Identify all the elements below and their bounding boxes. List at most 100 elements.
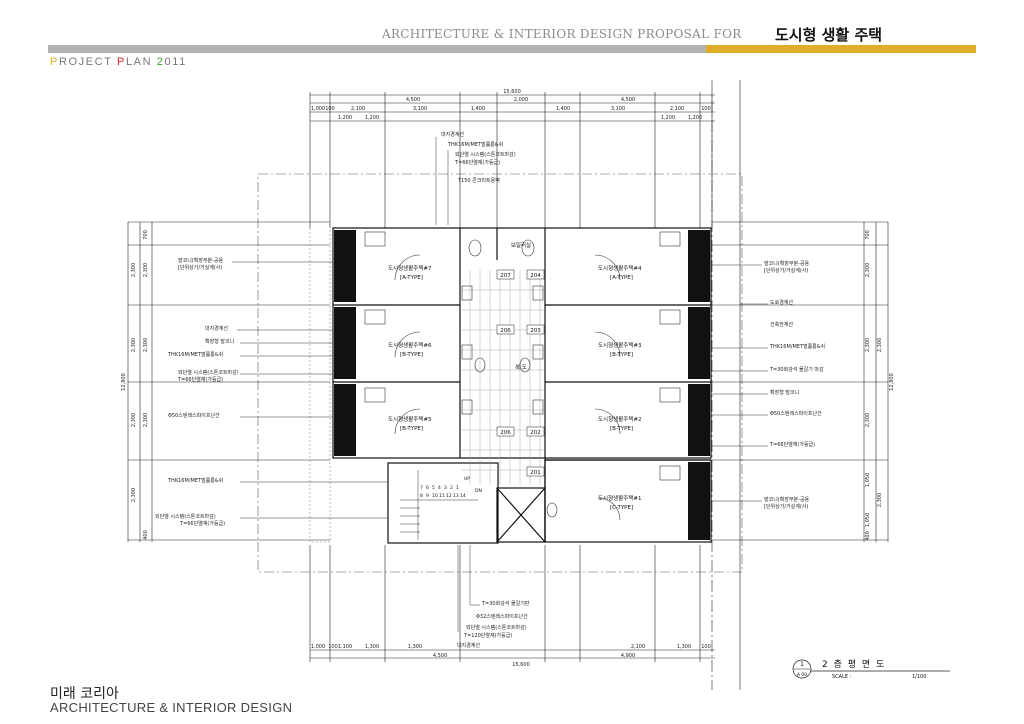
svg-text:15,600: 15,600	[512, 662, 530, 668]
svg-text:Φ50스텐레스파이프난간: Φ50스텐레스파이프난간	[168, 412, 220, 419]
svg-text:13: 13	[453, 493, 459, 499]
stair-treads	[400, 470, 478, 540]
svg-text:2,300: 2,300	[131, 488, 137, 502]
svg-text:700: 700	[143, 230, 149, 240]
svg-text:2,100: 2,100	[351, 106, 365, 112]
svg-text:1,400: 1,400	[471, 106, 485, 112]
svg-text:4: 4	[438, 485, 441, 491]
unit-2-type: [B-TYPE]	[610, 426, 633, 432]
company-name-korean: 미래 코리아	[50, 686, 119, 702]
room-numbers: 207 204 206 203 206 202 201 복 도 보일러실	[496, 241, 545, 477]
svg-text:1,000: 1,000	[311, 644, 325, 650]
svg-text:207: 207	[500, 273, 511, 279]
svg-text:4,500: 4,500	[406, 97, 420, 103]
svg-text:400: 400	[865, 531, 871, 541]
svg-text:700: 700	[865, 230, 871, 240]
svg-text:2,300: 2,300	[865, 338, 871, 352]
balcony-walls	[334, 230, 710, 540]
top-dimensions: 15,600 4,500 2,000 4,500 1,000 100 2,100…	[311, 89, 711, 121]
svg-text:확장형 발코니: 확장형 발코니	[205, 338, 234, 345]
svg-text:4,500: 4,500	[621, 97, 635, 103]
header-bar-gold	[706, 45, 976, 53]
proposal-title: ARCHITECTURE & INTERIOR DESIGN PROPOSAL …	[382, 27, 742, 41]
title-block-scale-label: SCALE :	[832, 674, 852, 680]
unit-2-name: 도시형생활주택#2	[598, 415, 642, 423]
svg-text:12,800: 12,800	[121, 373, 127, 391]
svg-text:206: 206	[500, 328, 511, 334]
svg-text:T150 콘크리트옹벽: T150 콘크리트옹벽	[457, 177, 500, 184]
unit-6-type: [B-TYPE]	[400, 352, 423, 358]
svg-text:Φ50스텐레스파이프난간: Φ50스텐레스파이프난간	[770, 410, 822, 417]
svg-text:발코니(확장부분-공용: 발코니(확장부분-공용	[178, 257, 224, 264]
right-notes: 발코니(확장부분-공용 [단위상가/거실계(사) 도로경계선 건축한계선 THK…	[711, 260, 825, 510]
svg-text:100: 100	[701, 106, 711, 112]
svg-text:1,200: 1,200	[688, 115, 702, 121]
svg-text:14: 14	[460, 493, 466, 499]
top-dim-overall: 15,600	[503, 89, 521, 95]
svg-text:1,000: 1,000	[311, 106, 325, 112]
svg-text:2,100: 2,100	[670, 106, 684, 112]
svg-text:THK16M/MET벌륨롱&쉬: THK16M/MET벌륨롱&쉬	[167, 351, 223, 358]
svg-text:외단열 시스템(스톤코트마감): 외단열 시스템(스톤코트마감)	[155, 513, 216, 520]
svg-text:1,300: 1,300	[677, 644, 691, 650]
unit-4-type: [A-TYPE]	[610, 275, 633, 281]
svg-text:2,300: 2,300	[877, 493, 883, 507]
svg-text:THK16M/MET벌륨롱&쉬: THK16M/MET벌륨롱&쉬	[167, 477, 223, 484]
svg-text:발코니(확장부분-공용: 발코니(확장부분-공용	[764, 260, 810, 267]
svg-text:대지경계선: 대지경계선	[441, 131, 464, 138]
svg-text:Φ32스텐레스파이프난간: Φ32스텐레스파이프난간	[476, 613, 528, 620]
svg-text:외단열 시스템(스톤코트마감): 외단열 시스템(스톤코트마감)	[466, 624, 527, 631]
right-dimensions: 700 2,300 2,300 2,300 2,300 12,800 1,050…	[865, 230, 895, 541]
svg-text:THK16M/MET벌륨롱&쉬: THK16M/MET벌륨롱&쉬	[447, 141, 503, 148]
svg-text:T=30화강석 물갈기판: T=30화강석 물갈기판	[481, 600, 530, 607]
unit-3-type: [B-TYPE]	[610, 352, 633, 358]
svg-text:2,300: 2,300	[865, 263, 871, 277]
svg-text:1,300: 1,300	[408, 644, 422, 650]
svg-text:외단열 시스템(스톤코트마감): 외단열 시스템(스톤코트마감)	[455, 151, 516, 158]
bottom-notes: T=30화강석 물갈기판 Φ32스텐레스파이프난간 외단열 시스템(스톤코트마감…	[457, 545, 530, 649]
project-plan-label: PROJECT PLAN 2011	[50, 56, 187, 68]
svg-text:100: 100	[325, 106, 335, 112]
svg-text:206: 206	[500, 430, 511, 436]
svg-text:DN: DN	[475, 488, 482, 494]
svg-text:2,300: 2,300	[143, 263, 149, 277]
svg-text:확장형 발코니: 확장형 발코니	[770, 389, 799, 396]
bottom-dimensions: 1,000 100 1,100 1,300 1,300 2,100 1,300 …	[311, 644, 711, 668]
svg-text:1,400: 1,400	[556, 106, 570, 112]
svg-text:T=66단열재(가등급): T=66단열재(가등급)	[179, 520, 225, 527]
drawing-frame-lines	[127, 80, 889, 690]
unit-7-name: 도시형생활주택#7	[388, 264, 432, 272]
stair-labels: UP DN 7 6 5 4 3 2 1 8 9 10 11 12 13 14	[420, 476, 482, 499]
svg-text:1,200: 1,200	[661, 115, 675, 121]
unit-6-name: 도시형생활주택#6	[388, 341, 432, 349]
svg-text:2,300: 2,300	[143, 413, 149, 427]
top-notes: 대지경계선 THK16M/MET벌륨롱&쉬 외단열 시스템(스톤코트마감) T=…	[435, 131, 516, 225]
svg-text:T=30화강석 물갈기 마감: T=30화강석 물갈기 마감	[769, 366, 824, 373]
left-notes: 발코니(확장부분-공용 [단위상가/거실계(사) 대지경계선 확장형 발코니 T…	[155, 257, 388, 527]
svg-text:3,100: 3,100	[413, 106, 427, 112]
svg-text:2,300: 2,300	[865, 413, 871, 427]
svg-text:11: 11	[439, 493, 445, 499]
svg-text:202: 202	[530, 430, 541, 436]
svg-text:204: 204	[530, 273, 541, 279]
title-block-title: 2 층 평 면 도	[822, 659, 886, 670]
svg-text:발코니(확장부분-공용: 발코니(확장부분-공용	[764, 496, 810, 503]
utility-room-label: 보일러실	[511, 241, 531, 249]
svg-text:[단위상가/거실계(사): [단위상가/거실계(사)	[764, 503, 808, 510]
building-walls	[332, 227, 712, 544]
drawing-title-block: 1 A 00 2 층 평 면 도 SCALE : 1/100	[792, 659, 950, 680]
svg-text:100: 100	[701, 644, 711, 650]
svg-text:대지경계선: 대지경계선	[457, 642, 480, 649]
svg-text:10: 10	[432, 493, 438, 499]
svg-text:3: 3	[444, 485, 447, 491]
header-bar-grey	[48, 45, 706, 53]
unit-3-name: 도시형생활주택#3	[598, 341, 642, 349]
svg-text:THK16M/MET벌륨롱&쉬: THK16M/MET벌륨롱&쉬	[769, 343, 825, 350]
unit-7-type: [A-TYPE]	[400, 275, 423, 281]
svg-text:4,900: 4,900	[621, 653, 635, 659]
svg-text:2,300: 2,300	[131, 263, 137, 277]
svg-text:대지경계선: 대지경계선	[205, 325, 228, 332]
svg-text:UP: UP	[464, 476, 470, 482]
svg-text:1,200: 1,200	[338, 115, 352, 121]
